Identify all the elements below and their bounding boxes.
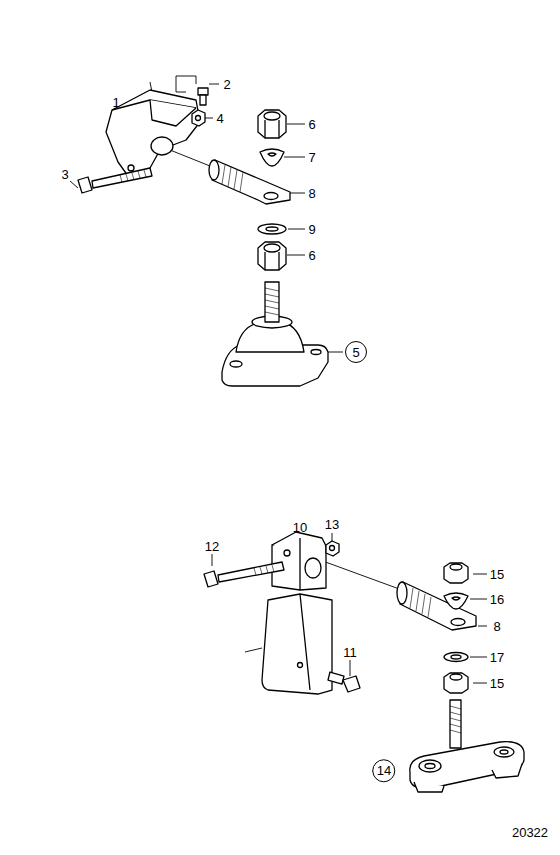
callout-number: 6 <box>308 118 315 131</box>
callout-number: 5 <box>352 346 359 359</box>
callout-number: 16 <box>490 593 504 606</box>
stud-8 <box>209 160 290 204</box>
callout-number: 15 <box>490 568 504 581</box>
callout-number: 4 <box>216 112 223 125</box>
callout-number: 8 <box>308 187 315 200</box>
nut-6 <box>258 242 286 270</box>
callout-number: 8 <box>493 620 500 633</box>
callout-number: 2 <box>223 78 230 91</box>
callout-number: 17 <box>490 651 504 664</box>
bracket-10 <box>262 532 332 694</box>
bolt-12 <box>204 562 284 587</box>
callout-number: 15 <box>490 677 504 690</box>
callout-number: 1 <box>112 96 119 109</box>
nut-15 <box>444 673 468 693</box>
callout-number: 12 <box>205 540 219 553</box>
callout-number: 9 <box>308 223 315 236</box>
callout-number: 11 <box>343 646 357 659</box>
callout-number: 13 <box>325 518 339 531</box>
callout-circle: 14 <box>372 759 395 782</box>
bolt-2 <box>198 88 208 105</box>
nut-15 <box>444 563 468 583</box>
callout-number: 10 <box>293 521 307 534</box>
bracket-1 <box>106 90 200 176</box>
rubber-mount-5 <box>222 282 328 386</box>
rubber-mount-14 <box>410 700 524 792</box>
callout-number: 14 <box>377 765 391 778</box>
bolt-3 <box>78 168 152 193</box>
callout-number: 7 <box>308 151 315 164</box>
figure-number: 20322 <box>512 826 548 839</box>
nut-6 <box>258 110 286 138</box>
washer-9 <box>258 224 286 234</box>
washer-17 <box>444 653 468 662</box>
washer-7 <box>260 149 284 166</box>
callout-number: 3 <box>61 168 68 181</box>
leader-lines <box>70 76 487 771</box>
callout-number: 6 <box>308 249 315 262</box>
bolt-11 <box>328 672 360 692</box>
nut-4 <box>192 110 205 126</box>
callout-circle: 5 <box>345 341 367 363</box>
stud-8 <box>397 582 476 630</box>
washer-16 <box>444 593 468 609</box>
nut-13 <box>326 541 339 556</box>
